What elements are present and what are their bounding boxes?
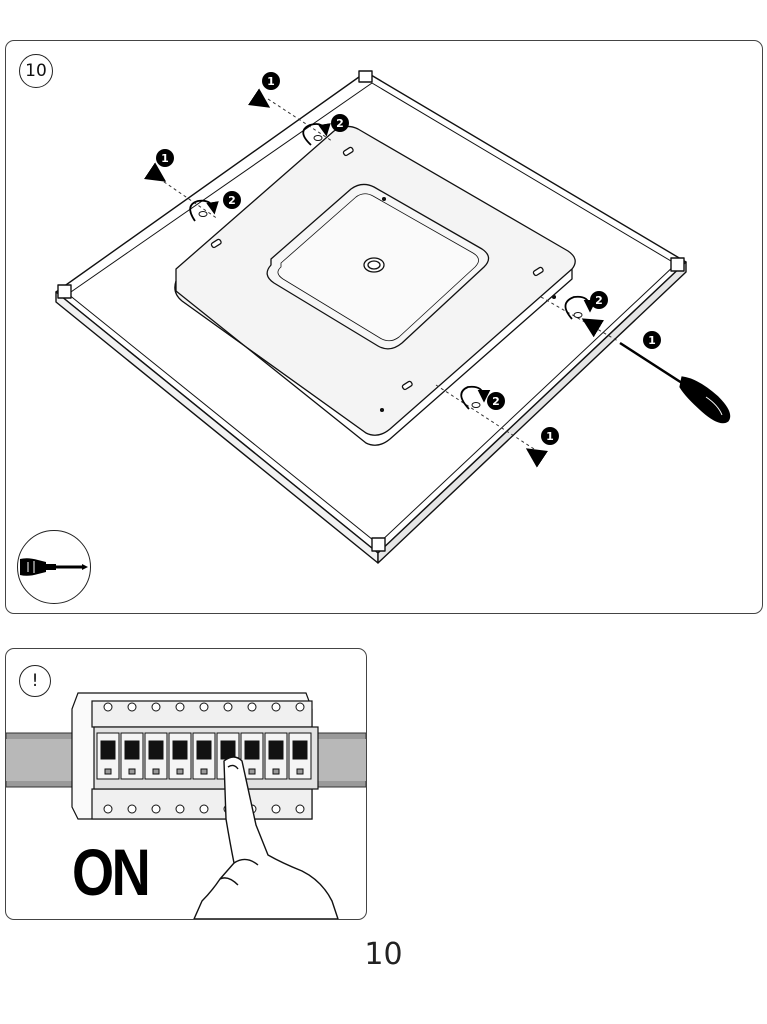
breaker-modules	[96, 702, 312, 814]
callout-2-bottom: 2	[487, 392, 505, 410]
screwdriver-icon	[20, 558, 88, 576]
on-label: ON	[72, 835, 151, 909]
breaker-5	[192, 702, 216, 814]
svg-text:2: 2	[492, 395, 500, 408]
callout-markers: 1 2 1 2 2 1 2	[156, 72, 661, 445]
breaker-8	[264, 702, 288, 814]
page-number: 10	[364, 937, 403, 972]
breaker-9	[288, 702, 312, 814]
guide-lines	[153, 98, 619, 450]
hand-illustration	[193, 756, 339, 919]
breaker-2	[120, 702, 144, 814]
warning-badge: !	[19, 665, 51, 697]
svg-text:1: 1	[267, 75, 275, 88]
breaker-7	[240, 702, 264, 814]
step-number-badge: 10	[19, 54, 53, 88]
svg-text:2: 2	[228, 194, 236, 207]
svg-text:2: 2	[336, 117, 344, 130]
svg-text:1: 1	[161, 152, 169, 165]
rotate-arrows	[189, 123, 597, 410]
callout-1-left: 1	[156, 149, 174, 167]
callout-2-left: 2	[223, 191, 241, 209]
screwdriver-illustration	[619, 341, 731, 424]
step-10-panel: 10	[5, 40, 763, 614]
warning-mark: !	[31, 671, 39, 691]
svg-text:2: 2	[595, 294, 603, 307]
breaker-1	[96, 702, 120, 814]
callout-1-top: 1	[262, 72, 280, 90]
svg-text:1: 1	[648, 334, 656, 347]
callout-1-right: 1	[643, 331, 661, 349]
breaker-3	[144, 702, 168, 814]
push-arrows	[143, 88, 605, 468]
power-on-warning-panel: !	[5, 648, 367, 920]
svg-text:1: 1	[546, 430, 554, 443]
breaker-illustration	[6, 692, 366, 919]
tool-required-circle	[17, 530, 91, 604]
breaker-4	[168, 702, 192, 814]
screws	[198, 135, 583, 408]
raised-panel	[174, 125, 576, 446]
panel-assembly-illustration: 1 2 1 2 2 1 2	[55, 70, 731, 564]
step-number: 10	[25, 61, 47, 81]
callout-2-right: 2	[590, 291, 608, 309]
callout-1-bottom: 1	[541, 427, 559, 445]
callout-2-top: 2	[331, 114, 349, 132]
